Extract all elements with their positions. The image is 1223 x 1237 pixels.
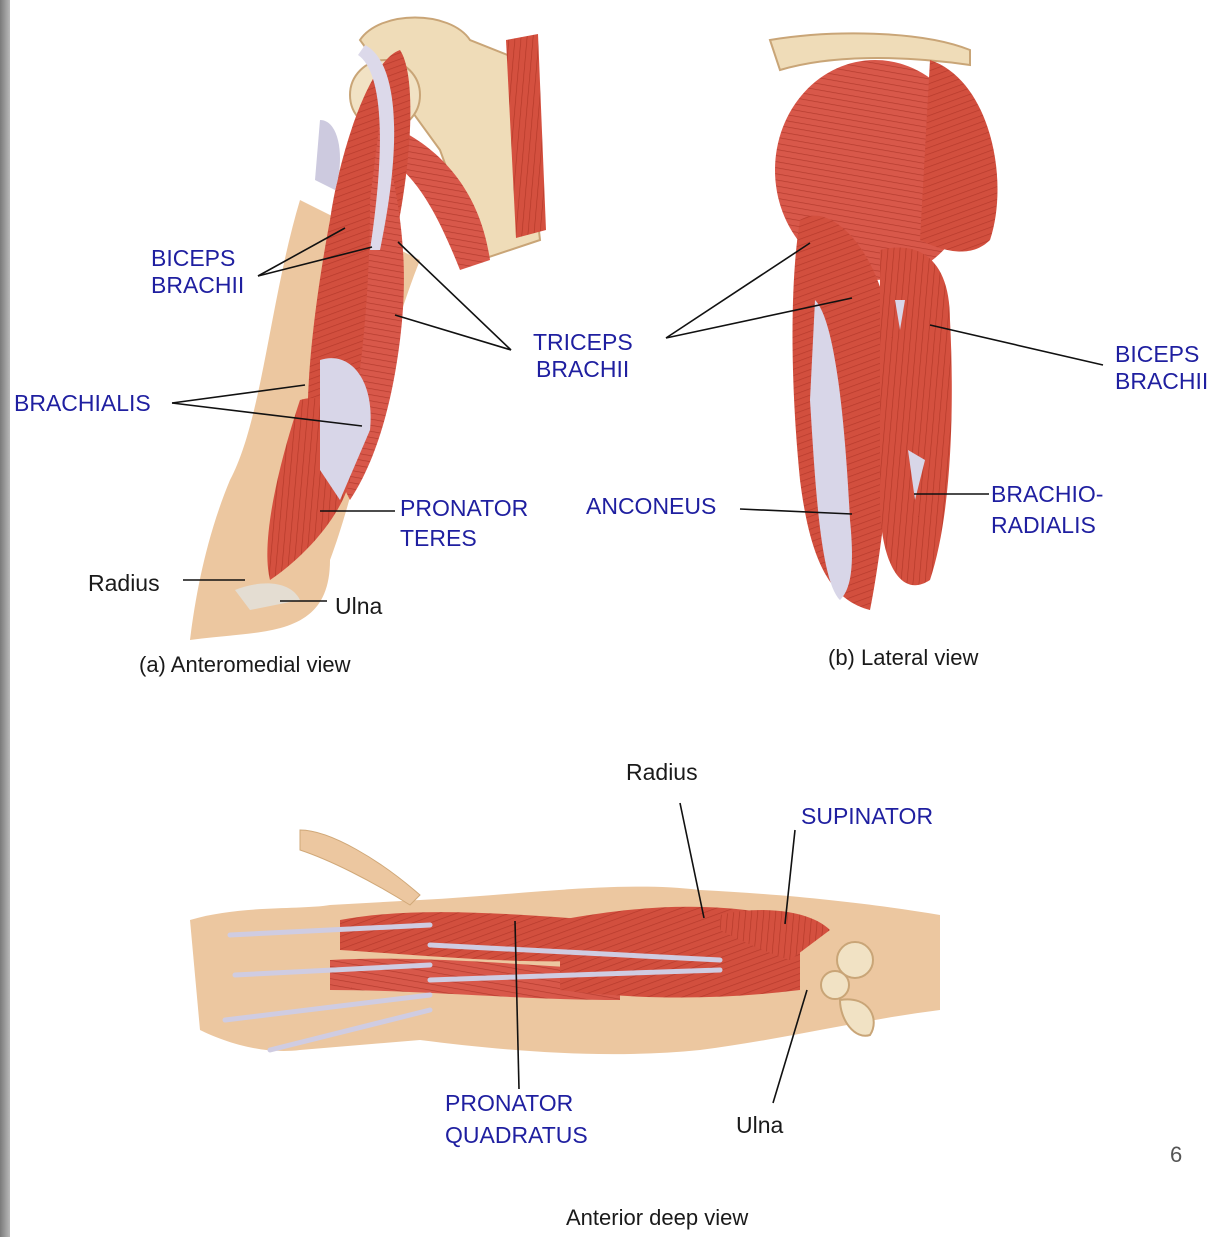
caption-anteromedial: (a) Anteromedial view [139, 652, 351, 677]
label-ulna-a: Ulna [335, 593, 383, 619]
label-biceps-a-line2: BRACHII [151, 272, 245, 298]
label-pronator-quadratus-line2: QUADRATUS [445, 1122, 588, 1148]
label-biceps-a-line1: BICEPS [151, 245, 236, 271]
leader-lines [171, 227, 1104, 1104]
panel-c-forearm [190, 829, 940, 1055]
label-ulna-c: Ulna [736, 1112, 784, 1138]
caption-lateral: (b) Lateral view [828, 645, 979, 670]
label-pronator-teres-line2: TERES [400, 525, 477, 551]
label-triceps-line2: BRACHII [536, 356, 630, 382]
page-number: 6 [1170, 1142, 1183, 1167]
label-pronator-teres-line1: PRONATOR [400, 495, 529, 521]
label-supinator: SUPINATOR [801, 803, 934, 829]
label-radius-c: Radius [626, 759, 698, 785]
label-brachioradialis-line1: BRACHIO- [991, 481, 1104, 507]
label-triceps-line1: TRICEPS [533, 329, 633, 355]
label-biceps-b-line2: BRACHII [1115, 368, 1209, 394]
panel-a-arm [190, 16, 546, 640]
label-brachioradialis-line2: RADIALIS [991, 512, 1096, 538]
label-biceps-b-line1: BICEPS [1115, 341, 1200, 367]
panel-b-arm [768, 32, 998, 610]
caption-anterior-deep: Anterior deep view [566, 1205, 749, 1230]
label-pronator-quadratus-line1: PRONATOR [445, 1090, 574, 1116]
label-anconeus: ANCONEUS [586, 493, 717, 519]
label-brachialis: BRACHIALIS [14, 390, 151, 416]
left-edge-bar [0, 0, 10, 1237]
label-radius-a: Radius [88, 570, 160, 596]
